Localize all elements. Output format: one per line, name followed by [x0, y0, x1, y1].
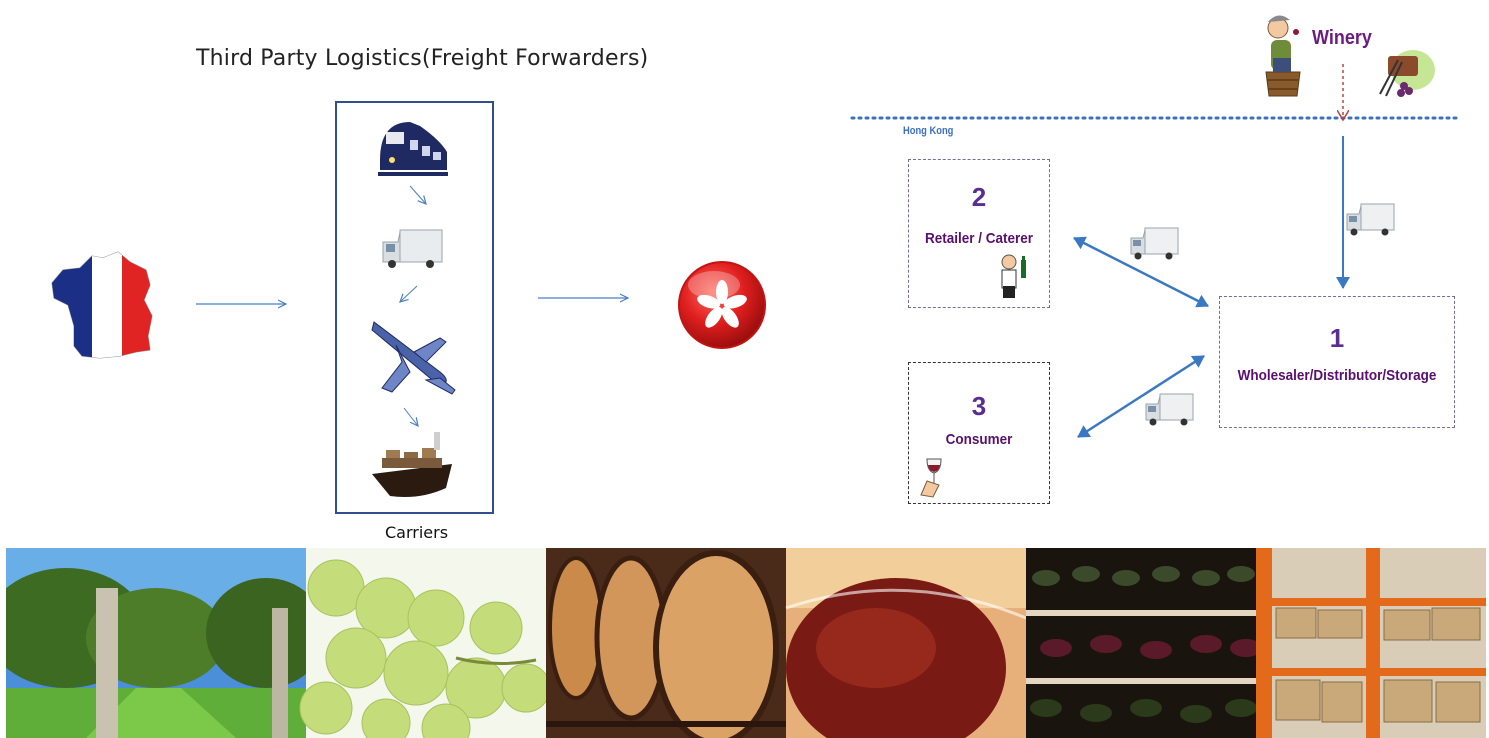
photo-strip: [6, 548, 1486, 738]
wholesaler-node: 1 Wholesaler/Distributor/Storage: [1219, 296, 1455, 428]
arrow-truck-to-plane: [400, 285, 418, 302]
wholesaler-label: Wholesaler/Distributor/Storage: [1237, 367, 1437, 384]
arrow-plane-to-ship: [403, 407, 418, 426]
wholesaler-number: 1: [1329, 323, 1345, 353]
truck-icon: [382, 229, 443, 268]
diagram-title: Third Party Logistics(Freight Forwarders…: [196, 46, 649, 71]
consumer-number: 3: [971, 391, 987, 421]
consumer-label: Consumer: [945, 431, 1013, 448]
winery-label: Winery: [1312, 27, 1372, 49]
warehouse-photo: [1256, 548, 1486, 738]
hong-kong-label: Hong Kong: [903, 125, 954, 137]
arrow-retailer-wholesaler: [1073, 236, 1209, 308]
diagram-canvas: [51, 15, 1458, 497]
arrow-train-to-truck: [409, 185, 426, 204]
hong-kong-emblem-icon: [678, 261, 766, 349]
truck-icon: [1346, 203, 1395, 236]
retailer-number: 2: [971, 182, 987, 212]
wine-glass-hand-icon: [920, 458, 942, 498]
retailer-node: 2 Retailer / Caterer: [908, 159, 1050, 308]
consumer-node: 3 Consumer: [908, 362, 1050, 504]
waiter-icon: [1001, 254, 1026, 298]
carriers-box: [335, 101, 494, 514]
vineyard-photo: [6, 548, 326, 738]
retailer-label: Retailer / Caterer: [924, 230, 1034, 247]
cargo-ship-icon: [372, 432, 452, 497]
france-map-icon: [51, 251, 153, 359]
carriers-label: Carriers: [384, 523, 449, 542]
truck-icon: [1145, 393, 1194, 426]
train-icon: [378, 122, 448, 176]
bottle-rack-photo: [1026, 548, 1262, 738]
wine-glass-photo: [785, 548, 1027, 738]
barrels-photo: [546, 548, 786, 738]
grapes-photo: [299, 548, 551, 738]
arrow-consumer-wholesaler: [1077, 354, 1205, 439]
winemaker-icon: [1265, 15, 1301, 97]
grape-press-icon: [1379, 50, 1435, 97]
airplane-icon: [371, 321, 456, 395]
truck-icon: [1130, 227, 1179, 260]
